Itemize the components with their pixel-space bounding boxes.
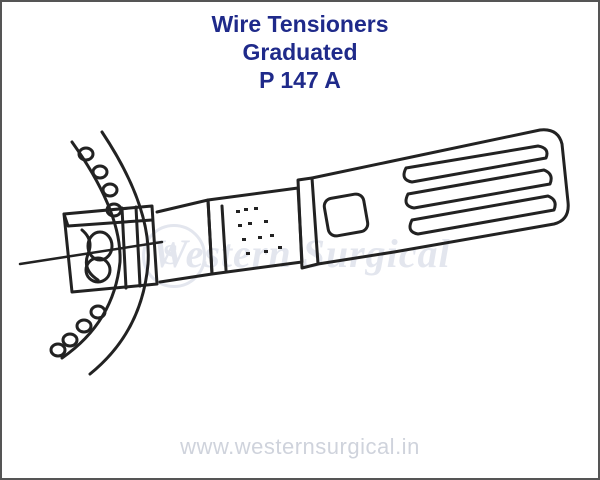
tensioner-neck: [155, 198, 214, 284]
watermark-logo: S: [142, 224, 206, 288]
product-title: Wire Tensioners Graduated P 147 A: [2, 10, 598, 94]
title-line-2: Graduated: [242, 39, 358, 65]
watermark-logo-letter: S: [163, 240, 179, 271]
handle-window: [322, 192, 370, 238]
tensioner-handle: [310, 128, 570, 266]
ring-inner-edge: [88, 130, 150, 376]
product-code: P 147 A: [259, 67, 341, 93]
ring-outer-edge: [60, 140, 122, 360]
title-line-1: Wire Tensioners: [211, 11, 389, 37]
grip-groove-3: [408, 194, 557, 236]
grip-groove-2: [404, 168, 553, 210]
collar: [296, 176, 320, 270]
website-url: www.westernsurgical.in: [180, 434, 420, 459]
grip-groove-1: [402, 144, 549, 184]
